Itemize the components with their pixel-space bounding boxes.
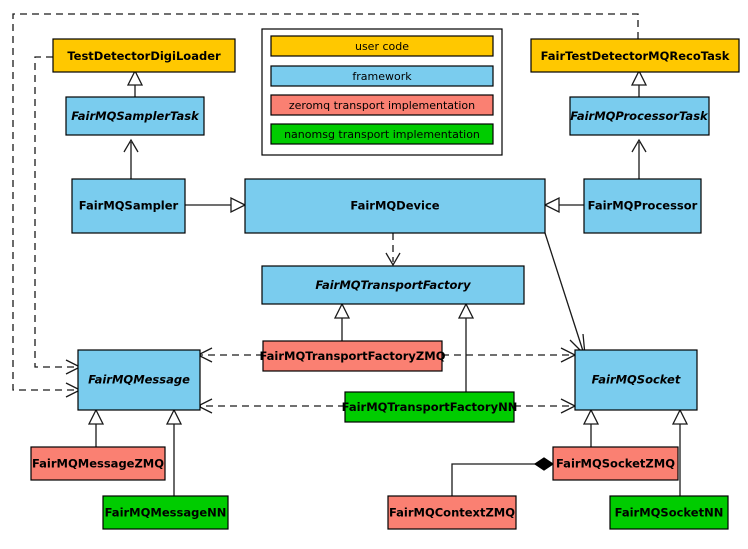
edge-tfnn-to-socket xyxy=(514,398,577,414)
legend: user code framework zeromq transport imp… xyxy=(261,28,503,156)
node-label: FairMQMessage xyxy=(88,373,190,387)
legend-swatch-nanomsg xyxy=(270,123,494,145)
edge-tfzmq-to-transportfactory xyxy=(333,302,351,341)
edge-sampler-to-samplertask xyxy=(123,138,139,179)
node-label: FairMQSocket xyxy=(592,373,681,387)
node-label: FairMQTransportFactory xyxy=(315,278,471,292)
node-label: FairMQSamplerTask xyxy=(71,109,200,123)
node-label: FairMQSocketNN xyxy=(615,506,724,520)
edge-processor-to-device xyxy=(543,196,584,214)
edge-contextzmq-to-socketzmq xyxy=(451,457,555,496)
node-fairmqsocket[interactable]: FairMQSocket xyxy=(574,349,698,411)
node-box[interactable] xyxy=(261,265,525,305)
node-box[interactable] xyxy=(574,349,698,411)
node-box[interactable] xyxy=(65,96,205,136)
node-box[interactable] xyxy=(244,178,546,234)
node-box[interactable] xyxy=(552,446,679,481)
node-fairmqcontextzmq[interactable]: FairMQContextZMQ xyxy=(387,495,517,530)
node-box[interactable] xyxy=(387,495,517,530)
node-layer: TestDetectorDigiLoader FairTestDetectorM… xyxy=(30,38,740,530)
node-label: FairMQContextZMQ xyxy=(389,506,515,520)
edge-device-to-transportfactory xyxy=(385,233,401,267)
node-box[interactable] xyxy=(262,340,443,372)
node-label: FairMQTransportFactoryNN xyxy=(342,400,518,414)
node-fairmqtransportfactory[interactable]: FairMQTransportFactory xyxy=(261,265,525,305)
legend-label-framework: framework xyxy=(352,70,412,83)
node-box[interactable] xyxy=(52,38,236,73)
edge-tfnn-to-transportfactory xyxy=(457,302,475,392)
legend-swatch-zeromq xyxy=(270,94,494,116)
edge-messagenn-to-message xyxy=(165,408,183,496)
edge-socketzmq-to-socket xyxy=(582,408,600,447)
node-label: FairMQMessageZMQ xyxy=(32,457,164,471)
edge-device-to-socket xyxy=(544,232,586,357)
edge-processor-to-processortask xyxy=(631,138,647,179)
node-fairmqsocketzmq[interactable]: FairMQSocketZMQ xyxy=(552,446,679,481)
node-label: FairMQTransportFactoryZMQ xyxy=(259,349,445,363)
node-box[interactable] xyxy=(102,495,229,530)
edge-sampler-to-device xyxy=(185,196,247,214)
node-label: FairTestDetectorMQRecoTask xyxy=(541,49,730,63)
node-box[interactable] xyxy=(583,178,702,234)
node-fairmqprocessor[interactable]: FairMQProcessor xyxy=(583,178,702,234)
node-testdetectordigiloader[interactable]: TestDetectorDigiLoader xyxy=(52,38,236,73)
node-box[interactable] xyxy=(530,38,740,73)
node-fairmqsocketnn[interactable]: FairMQSocketNN xyxy=(609,495,729,530)
node-fairmqsamplertask[interactable]: FairMQSamplerTask xyxy=(65,96,205,136)
edge-processortask-to-recotask xyxy=(630,69,648,97)
legend-label-zeromq: zeromq transport implementation xyxy=(289,99,475,112)
node-fairmqmessage[interactable]: FairMQMessage xyxy=(77,349,201,411)
legend-swatch-framework xyxy=(270,65,494,87)
node-label: FairMQSampler xyxy=(79,199,179,213)
legend-label-nanomsg: nanomsg transport implementation xyxy=(284,128,480,141)
node-box[interactable] xyxy=(569,96,710,136)
node-box[interactable] xyxy=(77,349,201,411)
legend-label-user-code: user code xyxy=(355,40,409,53)
node-label: FairMQMessageNN xyxy=(105,506,227,520)
node-label: TestDetectorDigiLoader xyxy=(67,49,221,63)
node-box[interactable] xyxy=(609,495,729,530)
edge-tfnn-to-message xyxy=(196,398,345,414)
node-fairmqtransportfactorynn[interactable]: FairMQTransportFactoryNN xyxy=(342,391,518,423)
legend-swatch-user-code xyxy=(270,35,494,57)
node-box[interactable] xyxy=(71,178,186,234)
node-box[interactable] xyxy=(30,446,166,481)
node-fairmqprocessortask[interactable]: FairMQProcessorTask xyxy=(569,96,710,136)
node-fairmqdevice[interactable]: FairMQDevice xyxy=(244,178,546,234)
edge-samplertask-to-digiloader xyxy=(126,69,144,97)
node-fairmqmessagezmq[interactable]: FairMQMessageZMQ xyxy=(30,446,166,481)
edge-tfzmq-to-socket xyxy=(442,347,577,363)
edge-socketnn-to-socket xyxy=(671,408,689,496)
node-label: FairMQProcessor xyxy=(588,199,698,213)
edge-layer xyxy=(12,13,689,496)
node-label: FairMQDevice xyxy=(350,199,439,213)
node-label: FairMQSocketZMQ xyxy=(556,457,675,471)
node-label: FairMQProcessorTask xyxy=(570,109,709,123)
node-fairmqtransportfactoryzmq[interactable]: FairMQTransportFactoryZMQ xyxy=(259,340,446,372)
node-box[interactable] xyxy=(344,391,515,423)
edge-messagezmq-to-message xyxy=(87,408,105,447)
node-fairmqsampler[interactable]: FairMQSampler xyxy=(71,178,186,234)
node-fairmqmessagenn[interactable]: FairMQMessageNN xyxy=(102,495,229,530)
node-fairtestdetectormqrecotask[interactable]: FairTestDetectorMQRecoTask xyxy=(530,38,740,73)
edge-tfzmq-to-message xyxy=(196,347,263,363)
